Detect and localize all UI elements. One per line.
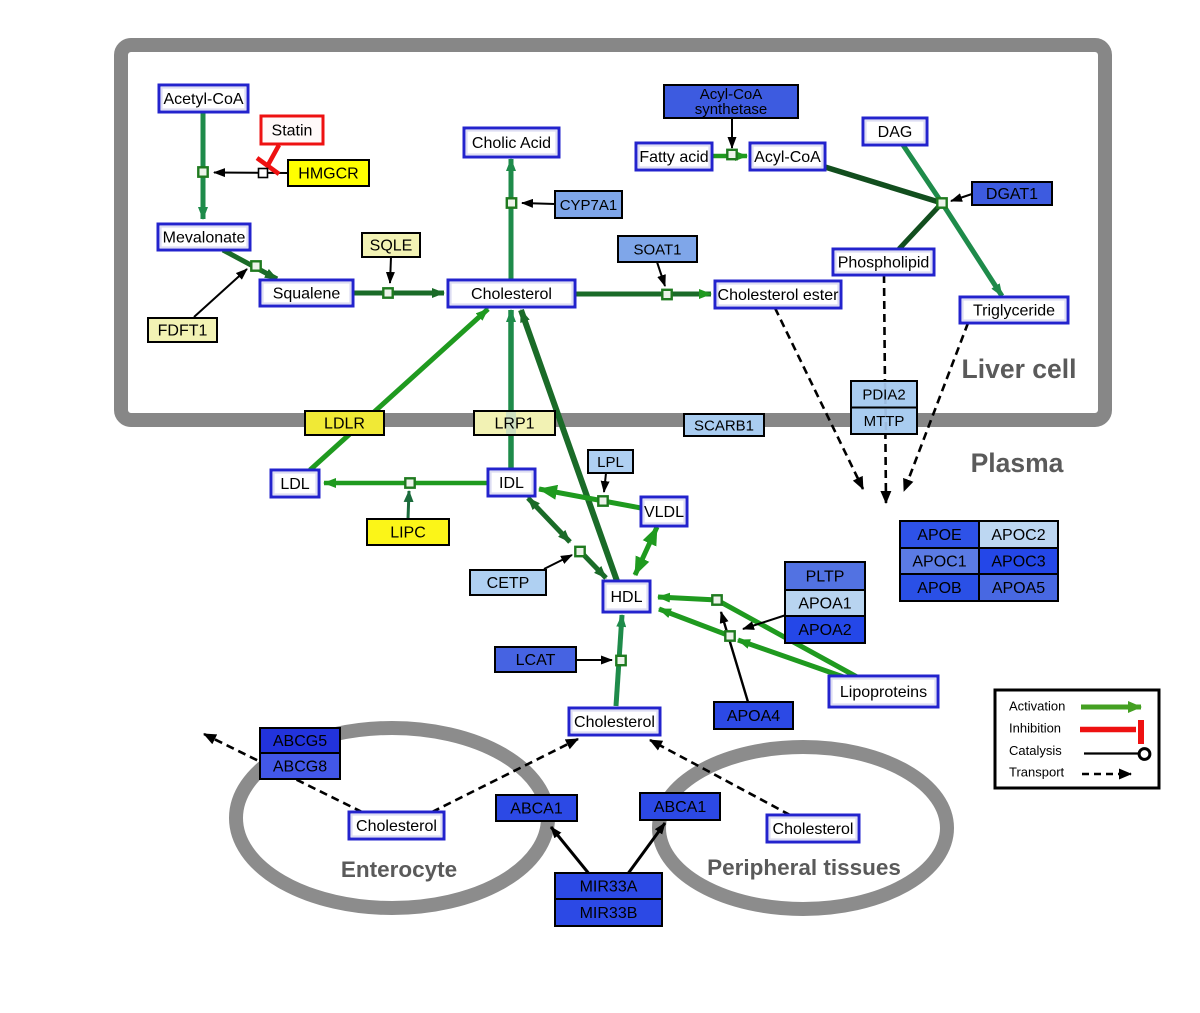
svg-text:APOA2: APOA2 <box>798 622 851 639</box>
svg-text:APOC1: APOC1 <box>912 554 966 571</box>
svg-text:LDL: LDL <box>280 476 309 493</box>
svg-text:HDL: HDL <box>610 589 642 606</box>
svg-text:Cholesterol ester: Cholesterol ester <box>718 287 840 304</box>
svg-text:Phospholipid: Phospholipid <box>838 255 930 272</box>
svg-text:CETP: CETP <box>487 575 530 592</box>
svg-text:Inhibition: Inhibition <box>1009 721 1061 736</box>
svg-text:LIPC: LIPC <box>390 525 426 542</box>
svg-text:DAG: DAG <box>878 124 913 141</box>
svg-text:MIR33B: MIR33B <box>580 905 638 922</box>
svg-text:SCARB1: SCARB1 <box>694 418 754 435</box>
svg-text:Peripheral tissues: Peripheral tissues <box>707 855 901 880</box>
svg-text:LDLR: LDLR <box>324 416 365 433</box>
svg-text:APOB: APOB <box>917 580 961 597</box>
svg-text:APOA4: APOA4 <box>727 708 780 725</box>
svg-text:SQLE: SQLE <box>370 238 413 255</box>
svg-text:Plasma: Plasma <box>971 448 1064 478</box>
svg-text:CYP7A1: CYP7A1 <box>560 197 618 214</box>
svg-text:MTTP: MTTP <box>864 413 905 430</box>
svg-text:Mevalonate: Mevalonate <box>163 230 246 247</box>
svg-text:APOA1: APOA1 <box>798 596 851 613</box>
svg-text:Acetyl-CoA: Acetyl-CoA <box>163 91 243 108</box>
svg-text:Activation: Activation <box>1009 699 1065 714</box>
svg-text:DGAT1: DGAT1 <box>986 186 1038 203</box>
svg-text:Cholesterol: Cholesterol <box>773 821 854 838</box>
svg-text:Fatty acid: Fatty acid <box>639 149 708 166</box>
svg-text:IDL: IDL <box>499 475 524 492</box>
svg-text:Cholesterol: Cholesterol <box>356 818 437 835</box>
svg-text:FDFT1: FDFT1 <box>158 323 208 340</box>
svg-text:LPL: LPL <box>597 454 624 471</box>
svg-text:Cholesterol: Cholesterol <box>574 714 655 731</box>
svg-text:ABCG8: ABCG8 <box>273 759 327 776</box>
svg-text:LRP1: LRP1 <box>494 416 534 433</box>
svg-text:Statin: Statin <box>272 123 313 140</box>
svg-text:APOA5: APOA5 <box>992 580 1045 597</box>
svg-text:Squalene: Squalene <box>273 286 341 303</box>
svg-text:Acyl-CoA: Acyl-CoA <box>700 86 763 103</box>
svg-text:HMGCR: HMGCR <box>298 166 358 183</box>
svg-text:APOC2: APOC2 <box>991 527 1045 544</box>
svg-text:Enterocyte: Enterocyte <box>341 857 457 882</box>
svg-text:PDIA2: PDIA2 <box>862 387 905 404</box>
svg-text:SOAT1: SOAT1 <box>633 242 681 259</box>
svg-text:LCAT: LCAT <box>516 652 556 669</box>
svg-text:ABCA1: ABCA1 <box>510 801 563 818</box>
svg-text:VLDL: VLDL <box>644 504 684 521</box>
svg-text:ABCG5: ABCG5 <box>273 733 327 750</box>
svg-text:MIR33A: MIR33A <box>580 879 638 896</box>
svg-text:Acyl-CoA: Acyl-CoA <box>754 149 821 166</box>
svg-text:APOE: APOE <box>917 527 961 544</box>
svg-text:APOC3: APOC3 <box>991 554 1045 571</box>
svg-text:Cholic Acid: Cholic Acid <box>472 135 551 152</box>
svg-text:Cholesterol: Cholesterol <box>471 286 552 303</box>
svg-text:synthetase: synthetase <box>695 101 768 118</box>
svg-text:Lipoproteins: Lipoproteins <box>840 684 927 701</box>
svg-text:Triglyceride: Triglyceride <box>973 303 1055 320</box>
svg-text:PLTP: PLTP <box>806 569 845 586</box>
svg-text:ABCA1: ABCA1 <box>654 799 707 816</box>
svg-text:Catalysis: Catalysis <box>1009 743 1062 758</box>
svg-text:Transport: Transport <box>1009 765 1065 780</box>
svg-text:Liver cell: Liver cell <box>962 354 1077 384</box>
